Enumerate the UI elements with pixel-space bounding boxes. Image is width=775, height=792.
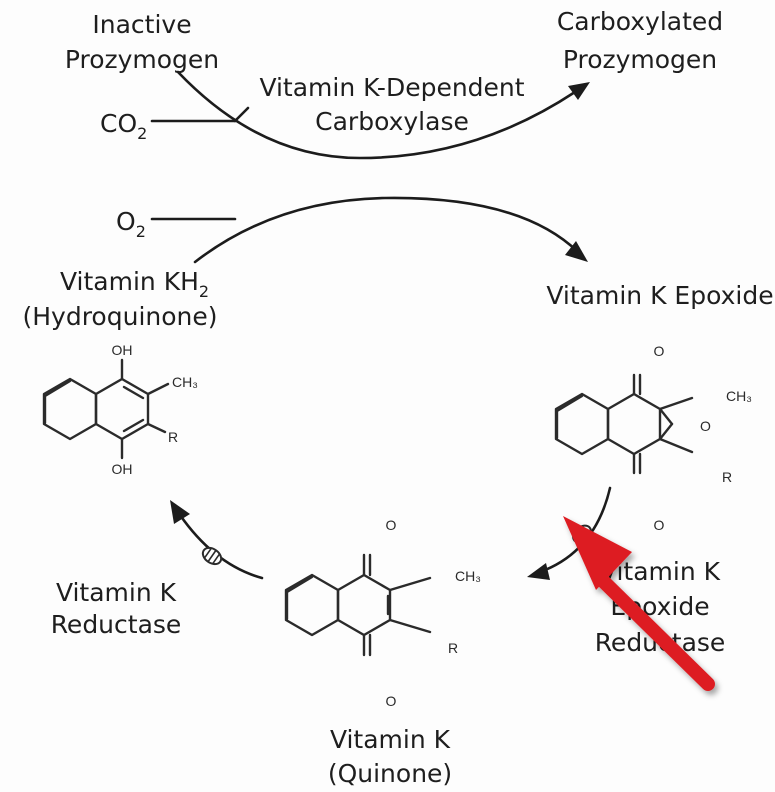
reductase-arrow [170,500,264,580]
inactive-prozymogen-label-2: Prozymogen [65,45,219,74]
vitamin-kh2-label: Vitamin KH2 [60,267,209,301]
co2-label: CO2 [100,109,147,143]
hydroquinone-structure: OH OH CH₃ R [42,342,198,477]
quinone-structure: O O CH₃ R [284,517,481,709]
vitamin-k-reductase-label-2: Reductase [51,610,182,639]
o2-label: O2 [116,207,146,241]
carboxylated-prozymogen-label-2: Prozymogen [563,45,717,74]
quinone-label: (Quinone) [328,759,452,788]
quinone-o-bottom: O [386,693,397,709]
hydroquinone-label: (Hydroquinone) [22,302,217,331]
hydroquinone-r: R [168,429,178,445]
co2-input-line [150,106,250,123]
inactive-prozymogen-label-1: Inactive [92,10,191,39]
vitamin-k-reductase-label-1: Vitamin K [56,578,177,607]
carboxylase-label-2: Carboxylase [315,107,469,136]
quinone-ch3: CH₃ [455,568,481,584]
carboxylase-label-1: Vitamin K-Dependent [259,73,524,102]
quinone-r: R [448,640,458,656]
inhibition-symbol-left [201,546,223,566]
epoxide-o-top: O [654,343,665,359]
epoxide-ch3: CH₃ [726,388,752,404]
carboxylated-prozymogen-label-1: Carboxylated [557,7,723,36]
epoxidation-arrow [193,196,588,264]
hydroquinone-oh-top: OH [112,342,133,358]
epoxide-structure: O O O CH₃ R [554,343,752,533]
epoxide-o-bottom: O [654,517,665,533]
vitamin-k-epoxide-label: Vitamin K Epoxide [546,281,773,310]
red-pointer-arrow-icon [563,516,715,691]
vitamin-k-label: Vitamin K [330,725,451,754]
carboxylation-arrow [176,70,590,160]
quinone-o-top: O [386,517,397,533]
hydroquinone-oh-bottom: OH [112,461,133,477]
hydroquinone-ch3: CH₃ [172,374,198,390]
epoxide-r: R [722,469,732,485]
epoxide-ring-o: O [700,418,711,434]
